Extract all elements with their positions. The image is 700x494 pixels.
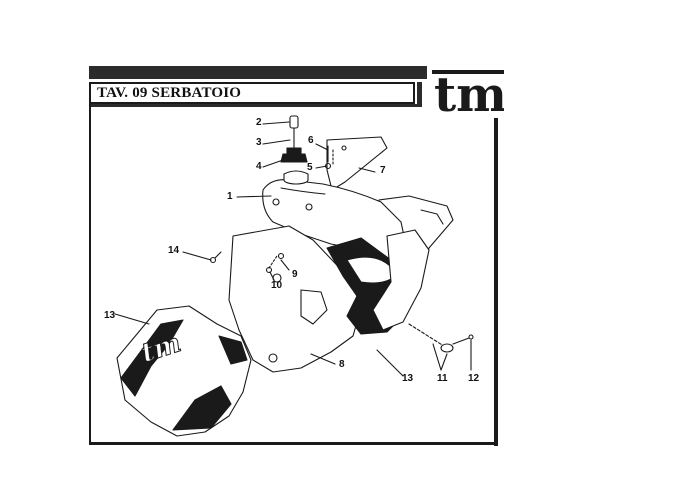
- leader-7: [358, 167, 376, 173]
- tm-logo: tm: [432, 68, 504, 116]
- leader-9: [280, 259, 290, 271]
- panel-hole: [341, 145, 347, 151]
- leader-8: [310, 353, 336, 365]
- leader-2: [262, 121, 290, 125]
- fuel-tank-exploded-diagram: tm: [114, 115, 474, 437]
- leader-13-left: [114, 313, 150, 325]
- leader-5: [315, 165, 328, 169]
- title-box-shadow: [417, 82, 422, 106]
- page-title: TAV. 09 SERBATOIO: [97, 85, 242, 101]
- leader-1: [236, 195, 272, 198]
- leader-14: [182, 251, 212, 261]
- callout-13-right: 13: [402, 373, 414, 384]
- header-top-rule: [89, 66, 427, 79]
- callout-4: 4: [256, 161, 262, 172]
- washer-11: [440, 343, 454, 353]
- vent-valve: [289, 115, 299, 129]
- callout-13-left: 13: [104, 310, 116, 321]
- callout-12: 12: [468, 373, 480, 384]
- title-box-shadow-bottom: [91, 104, 422, 107]
- callout-2: 2: [256, 117, 262, 128]
- leader-11a: [432, 343, 442, 371]
- callout-10: 10: [271, 280, 283, 291]
- callout-7: 7: [380, 165, 386, 176]
- leader-3: [262, 139, 291, 145]
- callout-3: 3: [256, 137, 262, 148]
- fuel-cap: [280, 153, 308, 163]
- leader-10: [269, 271, 275, 281]
- diagram-lines: [114, 115, 474, 437]
- frame-bottom-rule: [89, 442, 498, 445]
- leader-6: [315, 143, 329, 151]
- callout-11: 11: [437, 373, 448, 384]
- left-shroud-8: [228, 225, 362, 373]
- frame-right-rule: [494, 118, 498, 446]
- callout-14: 14: [168, 245, 180, 256]
- side-panel-7: [326, 136, 388, 191]
- tm-logo-text: tm: [434, 68, 504, 116]
- leader-11b: [440, 353, 448, 371]
- leader-13-right: [376, 349, 404, 377]
- callout-6: 6: [308, 135, 314, 146]
- frame-left-rule: [89, 104, 91, 444]
- title-box: TAV. 09 SERBATOIO: [89, 82, 415, 104]
- leader-4: [262, 159, 284, 168]
- callout-8: 8: [339, 359, 345, 370]
- fuel-tank-body: [262, 179, 408, 261]
- rear-fender-piece: [372, 229, 430, 331]
- callout-5: 5: [307, 162, 313, 173]
- callout-1: 1: [227, 191, 233, 202]
- callout-9: 9: [292, 269, 298, 280]
